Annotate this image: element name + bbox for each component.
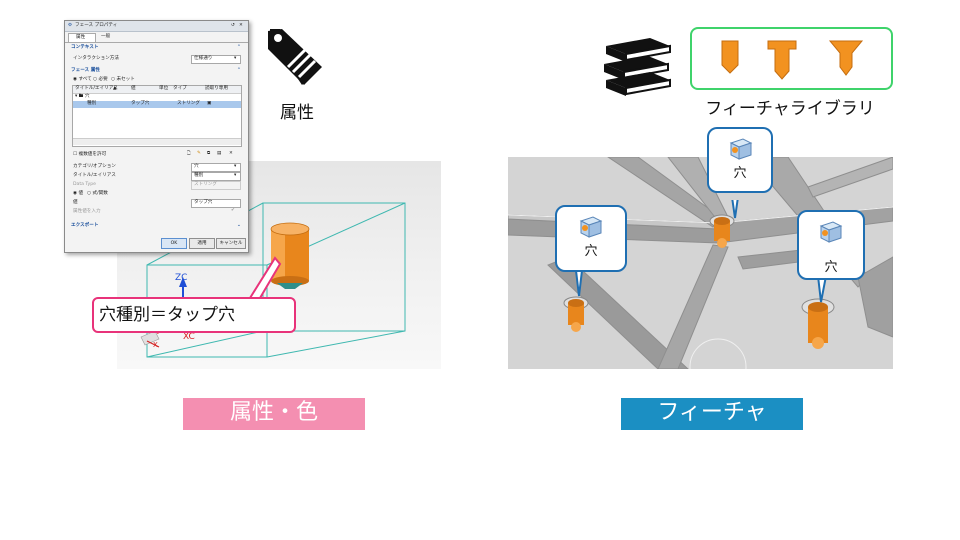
ok-button[interactable]: OK bbox=[161, 238, 187, 249]
mini-triad-icon bbox=[140, 330, 160, 348]
hole-label: 穴 bbox=[584, 244, 598, 259]
chevron-down-icon: ▾ bbox=[234, 164, 237, 169]
radio-all[interactable]: ◉ すべて bbox=[73, 77, 92, 82]
hole-feature-icon bbox=[819, 221, 843, 243]
hole-label: 穴 bbox=[733, 166, 747, 181]
delete-icon[interactable]: ✕ bbox=[229, 151, 233, 156]
interrogation-method-select[interactable]: 仕様通り ▾ bbox=[191, 55, 241, 64]
interrogation-method-label: インタラクション方法 bbox=[73, 56, 119, 61]
hole-tool-counterbore bbox=[767, 40, 797, 80]
axis-x-label: XC bbox=[183, 332, 195, 342]
tab-attributes[interactable]: 属性 bbox=[68, 33, 96, 42]
title-alias-label: タイトル/エイリアス bbox=[73, 173, 116, 178]
hole-callout-3: 穴 bbox=[797, 210, 865, 280]
gear-icon: ⚙ bbox=[68, 23, 73, 28]
apply-button[interactable]: 適用 bbox=[189, 238, 215, 249]
category-label: カテゴリ/オプション bbox=[73, 164, 116, 169]
check-icon[interactable]: ✔ bbox=[231, 208, 235, 213]
hole-tool-simple bbox=[721, 40, 739, 74]
face-properties-dialog: ⚙ フェース プロパティ ↺ ✕ 属性 一般 コンテキスト ⌃ インタラクション… bbox=[64, 20, 249, 253]
attribute-color-label: 属性・色 bbox=[183, 398, 365, 430]
hole-feature-icon bbox=[579, 216, 603, 238]
mini-axis-x-label: X bbox=[153, 341, 158, 349]
hole-label: 穴 bbox=[824, 260, 838, 275]
tag-icon bbox=[268, 29, 322, 85]
table-scrollbar[interactable] bbox=[73, 138, 241, 145]
feature-library-box bbox=[690, 27, 893, 90]
chevron-down-icon[interactable]: ⌄ bbox=[237, 223, 241, 228]
radio-expression[interactable]: ○ 式/関数 bbox=[87, 191, 108, 196]
dialog-title: フェース プロパティ bbox=[75, 23, 118, 28]
left-scene-drawing: ZC XC X bbox=[140, 202, 406, 358]
books-icon bbox=[604, 38, 671, 96]
radio-unset[interactable]: ○ 未セット bbox=[111, 77, 135, 82]
radio-value[interactable]: ◉ 値 bbox=[73, 191, 84, 196]
data-type-label: Data Type bbox=[73, 182, 96, 187]
radio-required[interactable]: ○ 必要 bbox=[93, 77, 108, 82]
hole-feature-icon bbox=[729, 138, 753, 160]
value-input[interactable]: タップ穴 bbox=[191, 199, 241, 208]
tree-node[interactable]: ▾ 🖿 穴 bbox=[75, 94, 90, 99]
lock-icon: ▣ bbox=[207, 101, 212, 106]
hole-feature-1 bbox=[563, 296, 589, 332]
hole-callout-2: 穴 bbox=[707, 127, 773, 193]
copy-icon[interactable]: ⧉ bbox=[207, 151, 211, 156]
reset-icon[interactable]: ↺ bbox=[231, 23, 235, 28]
table-row[interactable]: 種別 タップ穴 ストリング ▣ bbox=[73, 101, 241, 108]
table-header: タイトル/エイリアス ▲ 値 単位 タイプ 読取り専用 bbox=[73, 86, 241, 94]
title-alias-field[interactable]: 種別 ▾ bbox=[191, 172, 241, 181]
hole-tool-icon bbox=[721, 40, 864, 80]
multiple-values-checkbox[interactable]: ☐ 複数値を許可 bbox=[73, 152, 107, 157]
close-icon[interactable]: ✕ bbox=[239, 23, 243, 28]
attribute-callout: 穴種別＝タップ穴 bbox=[92, 297, 296, 333]
chevron-down-icon: ▾ bbox=[234, 173, 237, 178]
attribute-table[interactable]: タイトル/エイリアス ▲ 値 単位 タイプ 読取り専用 ▾ 🖿 穴 種別 タップ… bbox=[72, 85, 242, 147]
axis-z-label: ZC bbox=[175, 273, 187, 283]
hole-feature-2 bbox=[709, 214, 735, 248]
chevron-up-icon[interactable]: ⌃ bbox=[237, 45, 241, 50]
data-type-select[interactable]: ストリング bbox=[191, 181, 241, 190]
section-export[interactable]: エクスポート bbox=[71, 223, 99, 228]
edit-icon[interactable]: ✎ bbox=[197, 151, 201, 156]
section-face-attributes[interactable]: フェース 属性 bbox=[71, 68, 100, 73]
chevron-up-icon[interactable]: ⌃ bbox=[237, 68, 241, 73]
new-icon[interactable]: 🗋 bbox=[187, 151, 191, 156]
hole-feature-3 bbox=[801, 298, 835, 349]
chevron-down-icon: ▾ bbox=[234, 56, 237, 61]
feature-library-caption: フィーチャライブラリ bbox=[705, 99, 875, 119]
value-label: 値 bbox=[73, 200, 78, 205]
left-3d-scene: ZC XC X bbox=[117, 161, 441, 369]
tab-divider bbox=[65, 42, 248, 43]
dialog-titlebar: ⚙ フェース プロパティ ↺ ✕ bbox=[65, 21, 248, 32]
tab-general[interactable]: 一般 bbox=[101, 34, 111, 39]
hole-tool-countersink bbox=[828, 40, 864, 76]
section-context[interactable]: コンテキスト bbox=[71, 45, 99, 50]
feature-label: フィーチャ bbox=[621, 398, 803, 430]
enter-value-hint: 属性値を入力 bbox=[73, 209, 101, 214]
category-field[interactable]: 穴 ▾ bbox=[191, 163, 241, 172]
cancel-button[interactable]: キャンセル bbox=[216, 238, 246, 249]
tap-hole-cylinder bbox=[270, 222, 310, 289]
sort-icon: ▲ bbox=[113, 86, 117, 91]
paste-icon[interactable]: ▤ bbox=[217, 151, 222, 156]
attribute-caption: 属性 bbox=[280, 103, 314, 123]
hole-callout-1: 穴 bbox=[555, 205, 627, 272]
